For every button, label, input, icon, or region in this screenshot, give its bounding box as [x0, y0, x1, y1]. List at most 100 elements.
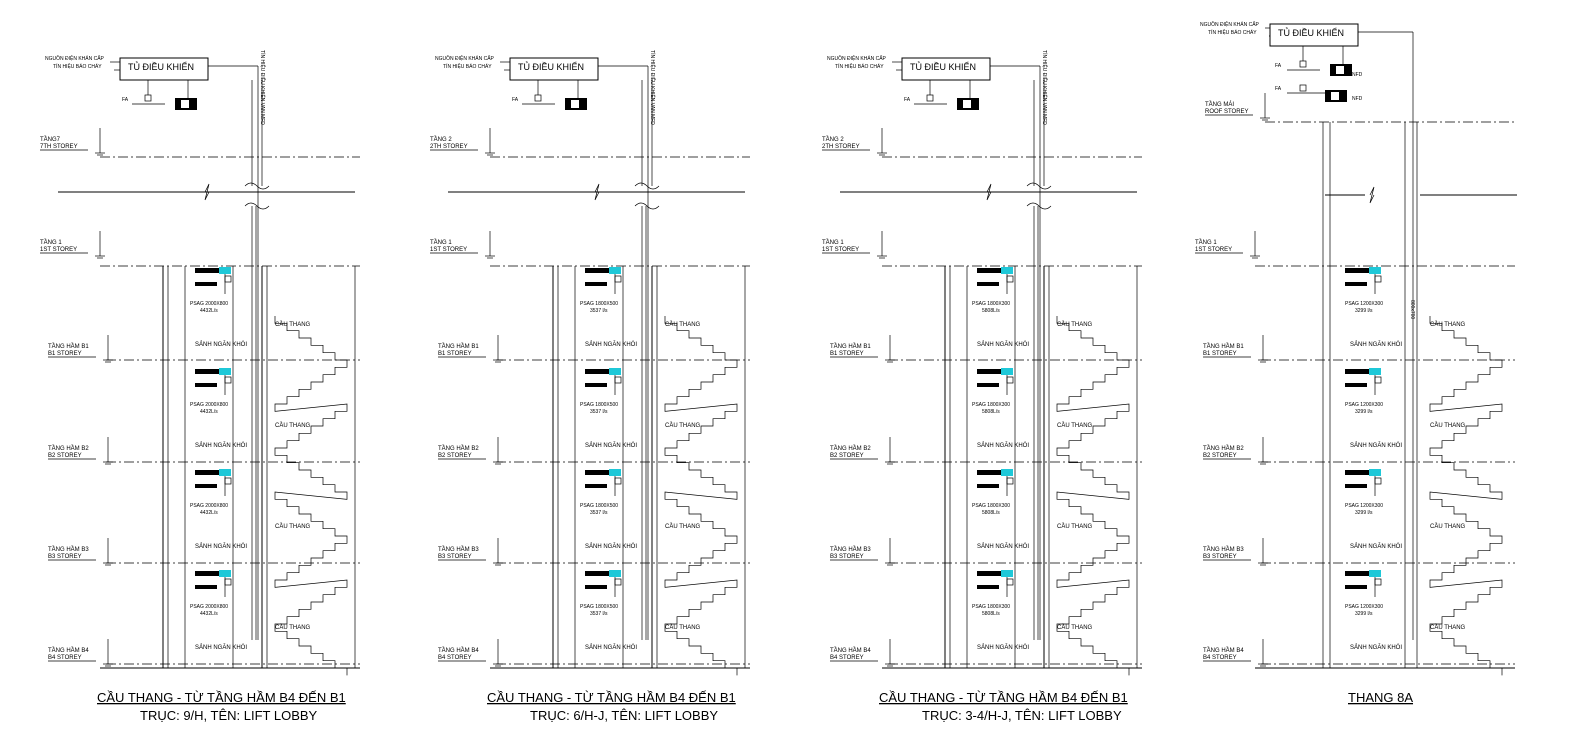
basement-4-label-en: B4 STOREY [48, 655, 82, 661]
basement-1-label-en: B1 STOREY [48, 351, 82, 357]
flow-label-3: 3537 l/s [590, 510, 608, 516]
basement-3-label-vn: TẦNG HẦM B3 [1203, 546, 1244, 553]
damper-1-damper-body [195, 282, 217, 286]
damper-4-psag-grille [1345, 571, 1371, 576]
basement-4-label-en: B4 STOREY [1203, 655, 1237, 661]
psag-label-4: PSAG 1800X500 [580, 604, 618, 610]
lobby-label-3: SẢNH NGĂN KHÓI [585, 543, 637, 550]
caption-subtitle: TRỤC: 6/H-J, TÊN: LIFT LOBBY [530, 708, 718, 723]
damper-4-damper-body [977, 585, 999, 589]
basement-3-label-en: B3 STOREY [830, 554, 864, 560]
ground-level-label-vn: TẦNG 1 [430, 239, 452, 246]
control-panel-label: TỦ ĐIỀU KHIỂN [910, 61, 976, 72]
break-symbol [594, 183, 600, 201]
psag-label-4: PSAG 1200X300 [1345, 604, 1383, 610]
flow-label-2: 4432L/s [200, 409, 218, 415]
stair-flights [664, 316, 738, 676]
duct-break-1 [244, 182, 270, 190]
damper-4-damper-accent [1369, 570, 1381, 577]
psag-label-3: PSAG 1800X500 [580, 503, 618, 509]
break-symbol [986, 183, 992, 201]
alarm-note: TÍN HIỆU BÁO CHÁY [835, 62, 884, 70]
flow-label-4: 5808L/s [982, 611, 1000, 617]
control-panel-box [1269, 23, 1359, 47]
flow-label-1: 5808L/s [982, 308, 1000, 314]
basement-2-label-en: B2 STOREY [438, 453, 472, 459]
fan-icon [571, 100, 579, 108]
basement-4-label-en: B4 STOREY [438, 655, 472, 661]
basement-3-label-en: B3 STOREY [438, 554, 472, 560]
duct-break-1 [634, 182, 660, 190]
caption-subtitle: TRỤC: 3-4/H-J, TÊN: LIFT LOBBY [922, 708, 1122, 723]
lobby-label-3: SẢNH NGĂN KHÓI [195, 543, 247, 550]
damper-4-damper-accent [609, 570, 621, 577]
damper-2-damper-body [195, 383, 217, 387]
power-note: NGUỒN ĐIỆN KHẨN CẤP [827, 54, 887, 62]
damper-1-damper-body [1345, 282, 1367, 286]
psag-label-2: PSAG 2000X800 [190, 402, 228, 408]
stair-label-3: CẦU THANG [275, 523, 311, 530]
damper-3-actuator [224, 477, 232, 485]
psag-label-1: PSAG 2000X800 [190, 301, 228, 307]
damper-3-actuator [614, 477, 622, 485]
fa-label: FA [904, 97, 911, 103]
damper-2-psag-grille [977, 369, 1003, 374]
ground-level-label-vn: TẦNG 1 [822, 239, 844, 246]
stair-label-3: CẦU THANG [665, 523, 701, 530]
stair-label-1: CẦU THANG [275, 321, 311, 328]
top-level-label-vn: TẦNG MÁI [1205, 101, 1234, 108]
psag-label-1: PSAG 1200X300 [1345, 301, 1383, 307]
damper-4-psag-grille [585, 571, 611, 576]
control-panel-box [119, 57, 209, 81]
psag-label-3: PSAG 1200X300 [1345, 503, 1383, 509]
psag-label-4: PSAG 1800X300 [972, 604, 1010, 610]
damper-4-damper-body [195, 585, 217, 589]
basement-2-label-vn: TẦNG HẦM B2 [830, 445, 871, 452]
stair-label-3: CẦU THANG [1057, 523, 1093, 530]
flow-label-2: 5808L/s [982, 409, 1000, 415]
psag-label-4: PSAG 2000X800 [190, 604, 228, 610]
break-symbol [204, 183, 210, 201]
lobby-label-4: SẢNH NGĂN KHÓI [585, 644, 637, 651]
damper-3-psag-grille [585, 470, 611, 475]
basement-1-label-vn: TẦNG HẦM B1 [830, 343, 871, 350]
damper-4-damper-body [585, 585, 607, 589]
lobby-label-4: SẢNH NGĂN KHÓI [1350, 644, 1402, 651]
stair-label-1: CẦU THANG [665, 321, 701, 328]
basement-3-label-en: B3 STOREY [1203, 554, 1237, 560]
damper-2-damper-accent [1369, 368, 1381, 375]
damper-1-psag-grille [1345, 268, 1371, 273]
nfd-label-2: NFD [1352, 96, 1363, 102]
basement-2-label-en: B2 STOREY [1203, 453, 1237, 459]
lobby-label-4: SẢNH NGĂN KHÓI [977, 644, 1029, 651]
basement-2-label-en: B2 STOREY [830, 453, 864, 459]
break-symbol [1369, 186, 1375, 204]
flow-label-2: 3299 l/s [1355, 409, 1373, 415]
basement-2-label-vn: TẦNG HẦM B2 [48, 445, 89, 452]
damper-1-psag-grille [195, 268, 221, 273]
basement-1-label-vn: TẦNG HẦM B1 [438, 343, 479, 350]
stair-label-4: CẦU THANG [275, 624, 311, 631]
alarm-note: TÍN HIỆU BÁO CHÁY [1208, 28, 1257, 36]
basement-1-label-vn: TẦNG HẦM B1 [1203, 343, 1244, 350]
psag-label-3: PSAG 2000X800 [190, 503, 228, 509]
damper-3-damper-body [585, 484, 607, 488]
fa-box [534, 94, 542, 102]
caption-title: THANG 8A [1348, 690, 1413, 705]
lobby-label-2: SẢNH NGĂN KHÓI [977, 442, 1029, 449]
ground-level-label-vn: TẦNG 1 [1195, 239, 1217, 246]
damper-4-actuator [1374, 578, 1382, 586]
nfd-label-1: NFD [1352, 72, 1363, 78]
damper-1-actuator [224, 275, 232, 283]
damper-3-damper-accent [609, 469, 621, 476]
fa-box-2 [1299, 84, 1307, 92]
flow-label-4: 4432L/s [200, 611, 218, 617]
lobby-label-1: SẢNH NGĂN KHÓI [1350, 341, 1402, 348]
stair-flights [1056, 316, 1130, 676]
damper-3-actuator [1374, 477, 1382, 485]
damper-2-damper-body [585, 383, 607, 387]
damper-2-damper-accent [219, 368, 231, 375]
basement-4-label-vn: TẦNG HẦM B4 [830, 647, 871, 654]
fa-label: FA [122, 97, 129, 103]
